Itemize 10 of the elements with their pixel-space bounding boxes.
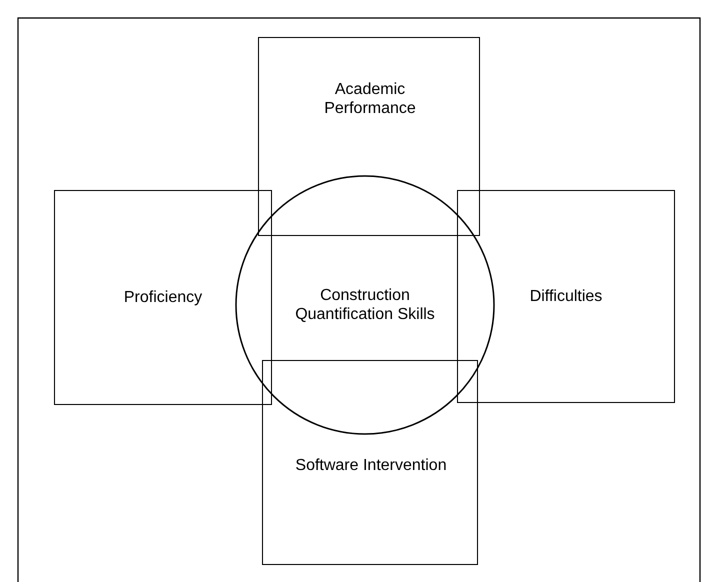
concept-circle bbox=[235, 175, 495, 435]
concept-label: Construction Quantification Skills bbox=[295, 286, 435, 324]
concept-label: Difficulties bbox=[530, 287, 602, 306]
concept-box bbox=[258, 37, 480, 236]
concept-label: Software Intervention bbox=[294, 456, 448, 475]
concept-box bbox=[457, 190, 675, 403]
concept-box bbox=[54, 190, 272, 405]
concept-label: Proficiency bbox=[124, 288, 202, 307]
concept-label: Academic Performance bbox=[323, 80, 417, 118]
concept-box bbox=[262, 360, 478, 565]
